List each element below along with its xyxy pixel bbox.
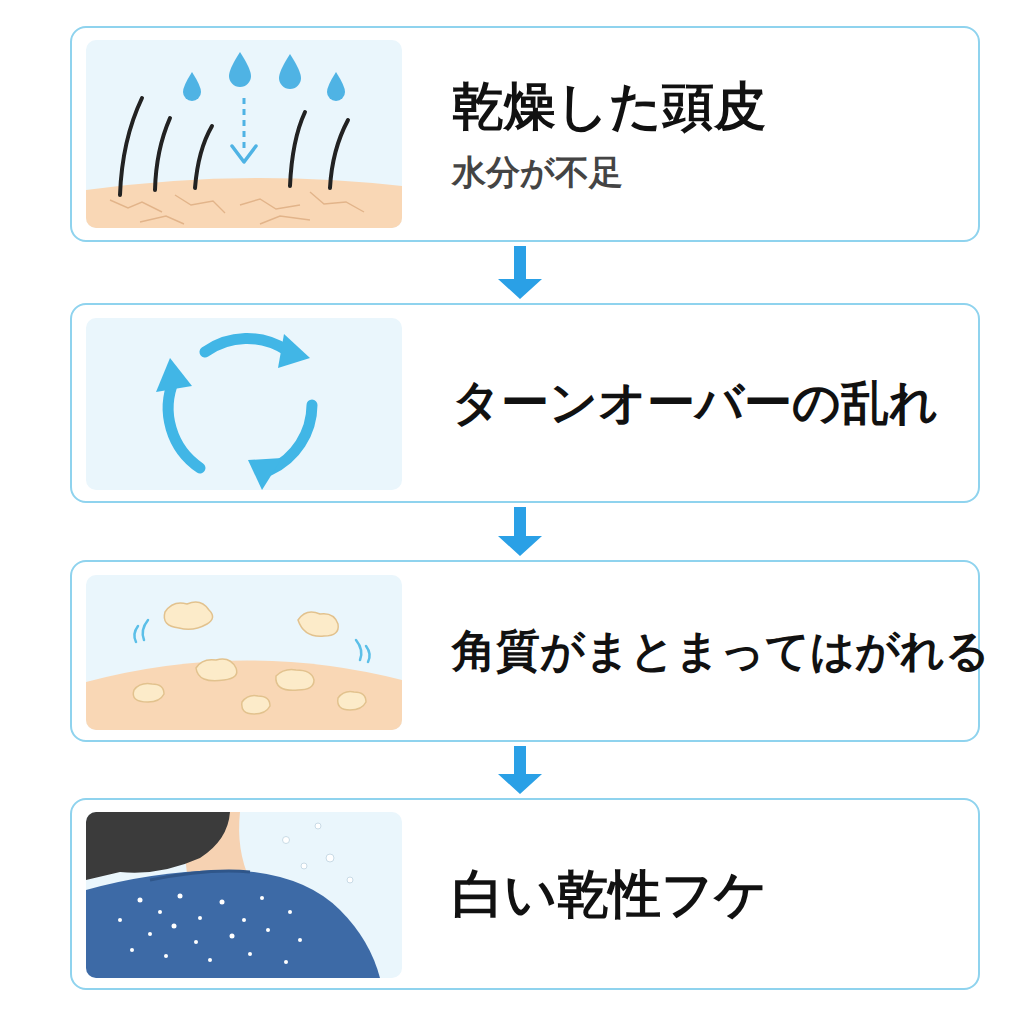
cycle-illustration <box>86 318 402 490</box>
arrow-shape <box>498 507 542 556</box>
step-title: 白い乾性フケ <box>452 863 960 925</box>
step-title: 乾燥した頭皮 <box>452 75 960 137</box>
flow-arrow <box>498 507 542 556</box>
flaking-skin-illustration <box>86 575 402 732</box>
step-title: 角質がまとまってはがれる <box>452 625 960 678</box>
result-box: 白い乾性フケ <box>70 798 980 990</box>
process-box: ターンオーバーの乱れ <box>70 303 980 503</box>
arrow-shape <box>498 246 542 299</box>
step-subtitle: 水分が不足 <box>452 152 960 193</box>
step-title: ターンオーバーの乱れ <box>452 374 960 432</box>
flow-arrow <box>498 246 542 299</box>
shoulder-dandruff-illustration <box>86 812 402 978</box>
cause-box: 乾燥した頭皮水分が不足 <box>70 26 980 242</box>
process-box: 角質がまとまってはがれる <box>70 560 980 742</box>
flow-arrow <box>498 746 542 794</box>
arrow-shape <box>498 746 542 794</box>
dry-scalp-illustration <box>86 40 402 230</box>
